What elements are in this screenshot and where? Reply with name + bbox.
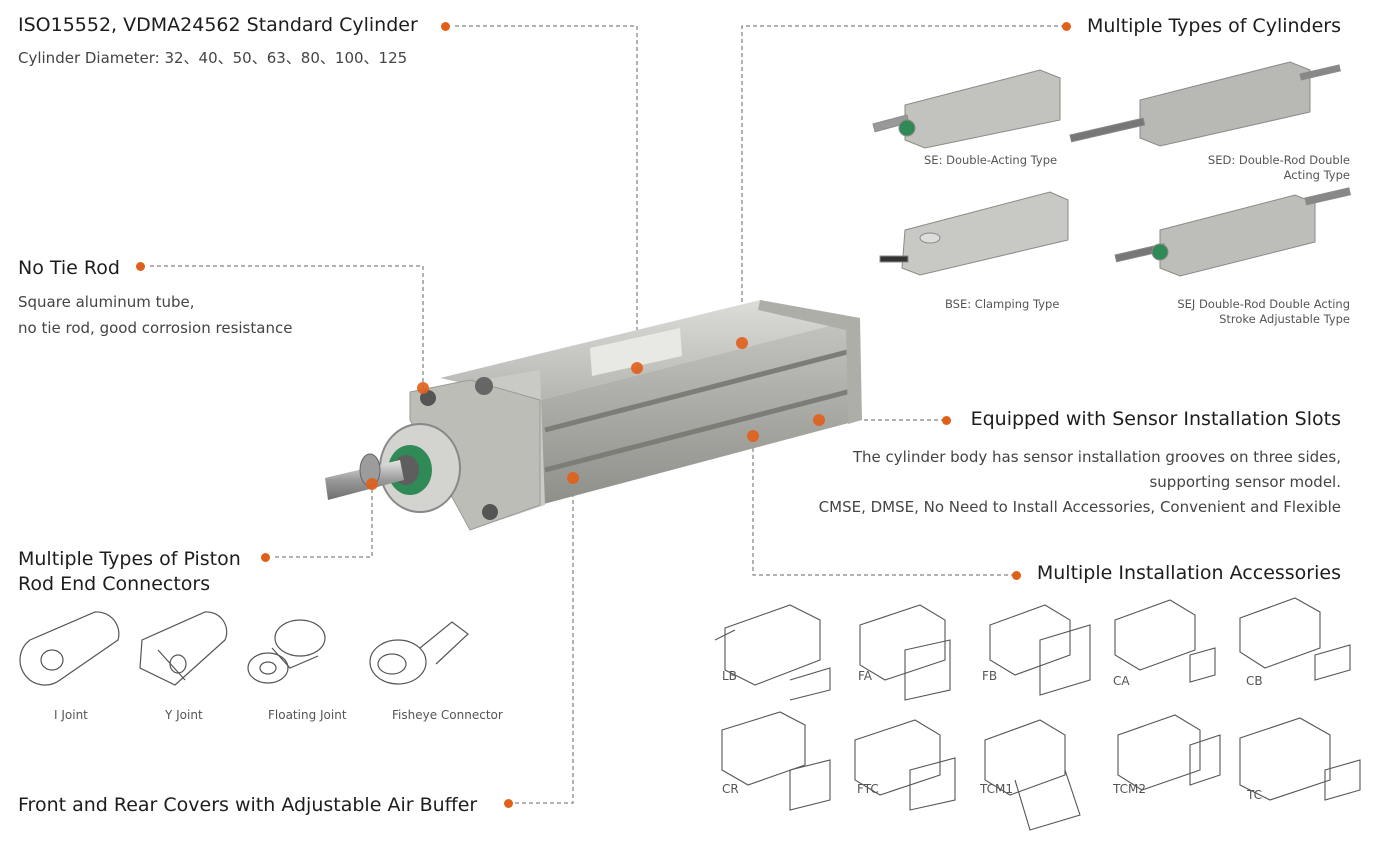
- sensor-desc: The cylinder body has sensor installatio…: [819, 445, 1341, 520]
- cylinder-type-bse-label: BSE: Clamping Type: [945, 297, 1060, 311]
- accessory-label-fa: FA: [858, 669, 873, 683]
- connector-label-y-joint: Y Joint: [165, 708, 203, 722]
- accessory-label-lb: LB: [722, 669, 737, 683]
- accessory-label-ca: CA: [1113, 674, 1130, 688]
- sensor-desc-1: The cylinder body has sensor installatio…: [852, 448, 1341, 466]
- accessory-label-tcm1: TCM1: [980, 782, 1013, 796]
- cylinder-type-sej-label: SEJ Double-Rod Double Acting Stroke Adju…: [1177, 297, 1350, 327]
- connector-label-i-joint: I Joint: [54, 708, 88, 722]
- connector-label-floating-joint: Floating Joint: [268, 708, 347, 722]
- cylinder-type-sed-label-2: Acting Type: [1283, 168, 1350, 182]
- sensor-desc-2: supporting sensor model.: [1149, 473, 1341, 491]
- accessory-label-cb: CB: [1246, 674, 1263, 688]
- sensor-marker: [942, 416, 951, 425]
- covers-marker: [504, 799, 513, 808]
- covers-title: Front and Rear Covers with Adjustable Ai…: [18, 794, 478, 816]
- leader-accessories: [752, 436, 1015, 576]
- no-tie-rod-desc-2: no tie rod, good corrosion resistance: [18, 319, 293, 337]
- cylinder-type-se-label: SE: Double-Acting Type: [924, 153, 1058, 167]
- sensor-desc-3: CMSE, DMSE, No Need to Install Accessori…: [818, 498, 1341, 516]
- cylinder-type-sed-label: SED: Double-Rod Double Acting Type: [1208, 153, 1350, 183]
- accessory-label-tcm2: TCM2: [1113, 782, 1146, 796]
- piston-rod-marker: [261, 553, 270, 562]
- multiple-types-title: Multiple Types of Cylinders: [1086, 15, 1341, 37]
- no-tie-rod-desc-1: Square aluminum tube,: [18, 293, 195, 311]
- accessory-label-cr: CR: [722, 782, 739, 796]
- cylinder-type-sed-label-1: SED: Double-Rod Double: [1207, 153, 1350, 167]
- no-tie-rod-title: No Tie Rod: [18, 257, 120, 279]
- leader-standard: [455, 25, 638, 368]
- standard-marker: [441, 22, 450, 31]
- connector-label-fisheye: Fisheye Connector: [392, 708, 503, 722]
- accessory-label-ftc: FTC: [857, 782, 879, 796]
- standard-title: ISO15552, VDMA24562 Standard Cylinder: [18, 14, 418, 36]
- cylinder-type-sej-label-1: SEJ Double-Rod Double Acting: [1177, 297, 1350, 311]
- standard-desc: Cylinder Diameter: 32、40、50、63、80、100、12…: [18, 49, 408, 67]
- piston-rod-title-2: Rod End Connectors: [18, 573, 211, 595]
- accessory-label-fb: FB: [982, 669, 998, 683]
- accessories-title: Multiple Installation Accessories: [1036, 562, 1341, 584]
- sensor-title: Equipped with Sensor Installation Slots: [970, 408, 1341, 430]
- accessories-marker: [1012, 571, 1021, 580]
- piston-rod-title-1: Multiple Types of Piston: [18, 548, 241, 570]
- leader-no-tie-rod: [150, 265, 424, 388]
- leader-covers: [515, 478, 574, 804]
- no-tie-rod-marker: [136, 262, 145, 271]
- leader-multiple-types: [741, 25, 1065, 343]
- multiple-types-marker: [1062, 22, 1071, 31]
- cylinder-type-sej-label-2: Stroke Adjustable Type: [1219, 312, 1350, 326]
- accessory-label-tc: TC: [1247, 788, 1263, 802]
